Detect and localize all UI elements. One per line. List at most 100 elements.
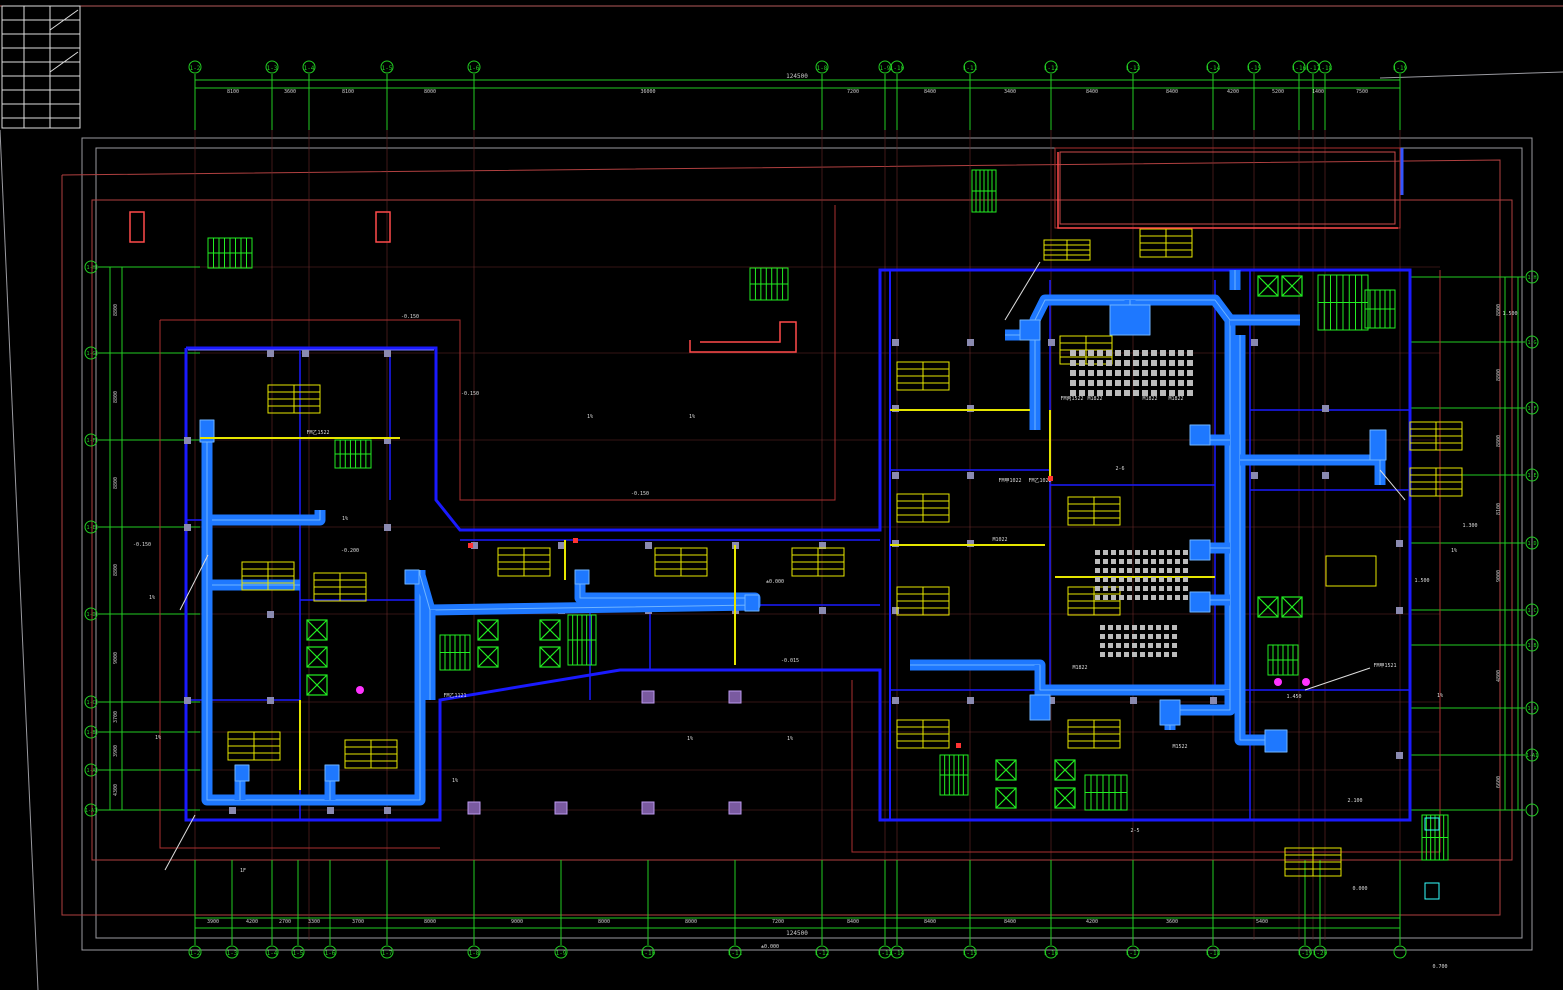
seat bbox=[1100, 634, 1105, 639]
door-tag: M1822 bbox=[1087, 396, 1102, 402]
seat bbox=[1079, 390, 1085, 396]
column bbox=[967, 697, 974, 704]
grid-bottom-label: 1-14 bbox=[890, 950, 905, 957]
dim-top-value: 8000 bbox=[424, 89, 436, 95]
seat bbox=[1070, 350, 1076, 356]
column bbox=[892, 405, 899, 412]
column bbox=[1322, 405, 1329, 412]
seat bbox=[1143, 586, 1148, 591]
grid-bubble bbox=[225, 945, 239, 959]
grid-left-label: 1-B bbox=[86, 730, 95, 736]
duct-centerline bbox=[1034, 299, 1231, 691]
seat bbox=[1103, 559, 1108, 564]
seat bbox=[1132, 652, 1137, 657]
column-pier bbox=[728, 690, 742, 704]
door-tag: FM乙1022 bbox=[1028, 477, 1051, 484]
seat bbox=[1159, 550, 1164, 555]
dim-left-value: 3900 bbox=[113, 745, 119, 757]
grid-top-label: 1-8 bbox=[817, 65, 828, 72]
seat bbox=[1187, 370, 1193, 376]
dim-right-value: 9000 bbox=[1496, 570, 1502, 582]
seat bbox=[1164, 643, 1169, 648]
seat bbox=[1183, 568, 1188, 573]
column-pier bbox=[728, 801, 742, 815]
elevator-cross bbox=[306, 674, 328, 696]
seat bbox=[1172, 634, 1177, 639]
grid-bottom-label: 1-11 bbox=[728, 950, 743, 957]
seat bbox=[1103, 568, 1108, 573]
door-tag: M1522 bbox=[1172, 744, 1187, 750]
seat bbox=[1119, 595, 1124, 600]
seat bbox=[1160, 360, 1166, 366]
grid-bubble bbox=[1044, 945, 1058, 959]
elevation-label: -0.015 bbox=[781, 658, 799, 664]
grid-right-label: 1-B bbox=[1527, 643, 1536, 649]
seat bbox=[1111, 595, 1116, 600]
dim-bottom-value: 8000 bbox=[424, 919, 436, 925]
elevator bbox=[995, 787, 1017, 809]
grid-right-label: 1-F bbox=[1527, 406, 1536, 412]
dim-left-value: 3700 bbox=[113, 711, 119, 723]
seat bbox=[1124, 360, 1130, 366]
grid-bubble bbox=[188, 60, 202, 74]
duct-fitting bbox=[404, 569, 420, 585]
grid-top-label: 1-16 bbox=[1292, 65, 1307, 72]
elevator bbox=[1257, 275, 1279, 297]
seat bbox=[1183, 586, 1188, 591]
grid-top-label: 1-17 bbox=[1306, 65, 1321, 72]
seat bbox=[1156, 625, 1161, 630]
column bbox=[1251, 472, 1258, 479]
column bbox=[384, 524, 391, 531]
grid-bubble bbox=[380, 945, 394, 959]
column-pier bbox=[641, 801, 655, 815]
seat bbox=[1159, 577, 1164, 582]
sheet-frame bbox=[0, 5, 1563, 990]
seat bbox=[1183, 550, 1188, 555]
dim-top-value: 3600 bbox=[284, 89, 296, 95]
seat bbox=[1079, 380, 1085, 386]
seat bbox=[1172, 643, 1177, 648]
elevator bbox=[477, 619, 499, 641]
dim-right-value: 6600 bbox=[1496, 776, 1502, 788]
elevation-label: -0.150 bbox=[631, 491, 649, 497]
elevation-label: 1.500 bbox=[1414, 578, 1429, 584]
elevator bbox=[539, 646, 561, 668]
grid-bubble bbox=[1292, 60, 1306, 74]
seat bbox=[1167, 595, 1172, 600]
title-block bbox=[1, 5, 81, 129]
dim-right-value: 4800 bbox=[1496, 670, 1502, 682]
grid-bubble bbox=[728, 945, 742, 959]
dim-bottom-value: 3600 bbox=[1166, 919, 1178, 925]
column bbox=[892, 540, 899, 547]
duct-fitting bbox=[1109, 304, 1151, 336]
duct-fitting bbox=[1029, 694, 1051, 721]
seat bbox=[1100, 652, 1105, 657]
auditorium-seating bbox=[1070, 350, 1193, 657]
seat bbox=[1135, 559, 1140, 564]
elevator bbox=[1281, 275, 1303, 297]
grid-bubble bbox=[1393, 60, 1407, 74]
seat bbox=[1142, 390, 1148, 396]
column bbox=[1130, 697, 1137, 704]
elevation-label: 0.000 bbox=[1352, 886, 1367, 892]
grid-bubble bbox=[1313, 945, 1327, 959]
column bbox=[384, 437, 391, 444]
dim-bottom-value: 8000 bbox=[685, 919, 697, 925]
slope-label: 1% bbox=[452, 778, 458, 784]
red-marker bbox=[573, 538, 578, 543]
grid-bubble bbox=[265, 60, 279, 74]
grid-top-label: 1-4 bbox=[304, 65, 315, 72]
seat bbox=[1178, 380, 1184, 386]
leader-line bbox=[179, 554, 209, 611]
equipment bbox=[306, 275, 1303, 809]
grid-bubble bbox=[323, 945, 337, 959]
seat bbox=[1175, 586, 1180, 591]
grid-bubble bbox=[1525, 603, 1539, 617]
duct-segment bbox=[910, 659, 1046, 720]
column-pier bbox=[467, 801, 481, 815]
column bbox=[892, 339, 899, 346]
seat bbox=[1169, 380, 1175, 386]
seat bbox=[1133, 350, 1139, 356]
seat bbox=[1151, 380, 1157, 386]
seat bbox=[1169, 350, 1175, 356]
